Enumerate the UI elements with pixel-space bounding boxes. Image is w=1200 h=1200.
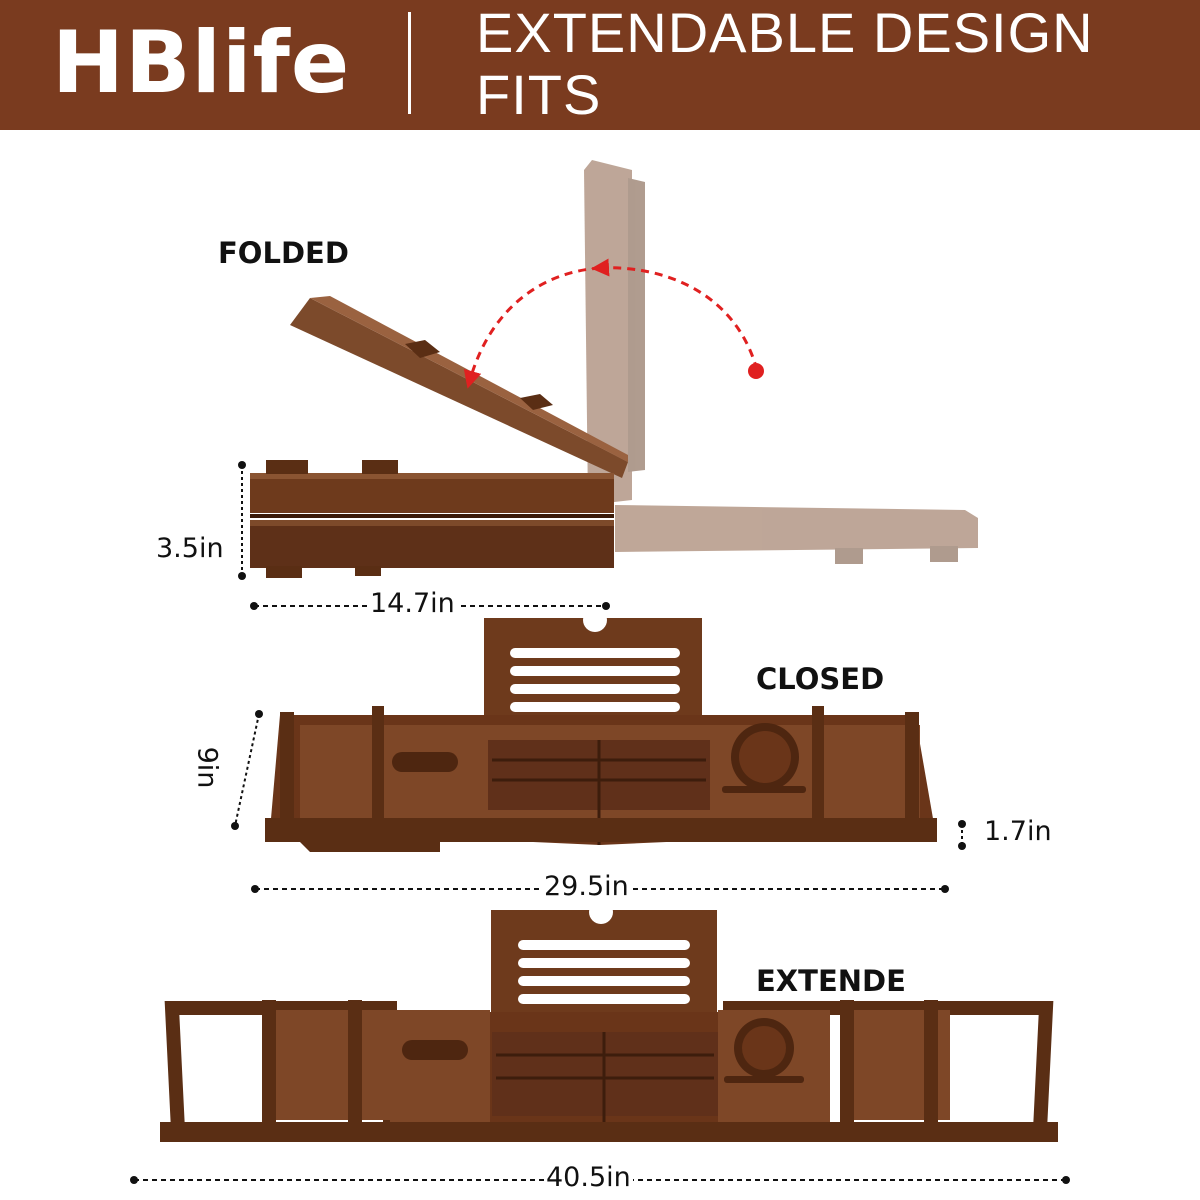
folded-height-label: 3.5in — [156, 533, 224, 564]
folded-stack — [250, 460, 614, 578]
ghost-upright-panel — [584, 160, 645, 505]
headline-line-1: EXTENDABLE DESIGN FITS — [476, 1, 1094, 126]
extended-dimension-lines — [130, 1176, 1070, 1184]
folded-width-label: 14.7in — [368, 588, 457, 619]
extended-label: EXTENDE — [756, 964, 906, 998]
closed-width-label: 29.5in — [542, 871, 631, 902]
headline-line-2: MOST BATHTUBS — [476, 125, 960, 188]
closed-tray-image — [265, 608, 937, 852]
folded-tray-image — [250, 160, 978, 578]
header-banner: HBlife EXTENDABLE DESIGN FITS MOST BATHT… — [0, 0, 1200, 188]
extended-width-label: 40.5in — [544, 1162, 633, 1193]
closed-depth-label: 9in — [191, 746, 223, 789]
folded-label: FOLDED — [218, 236, 349, 270]
extended-tray-image — [160, 900, 1058, 1142]
ghost-flat-panel — [615, 505, 978, 564]
closed-label: CLOSED — [756, 662, 885, 696]
banner-divider — [408, 12, 411, 114]
brand-logo: HBlife — [52, 13, 351, 113]
closed-thickness-label: 1.7in — [984, 816, 1052, 847]
headline: EXTENDABLE DESIGN FITS MOST BATHTUBS — [476, 2, 1176, 188]
fold-arrow-icon — [463, 258, 764, 389]
tilted-lid — [290, 296, 628, 478]
